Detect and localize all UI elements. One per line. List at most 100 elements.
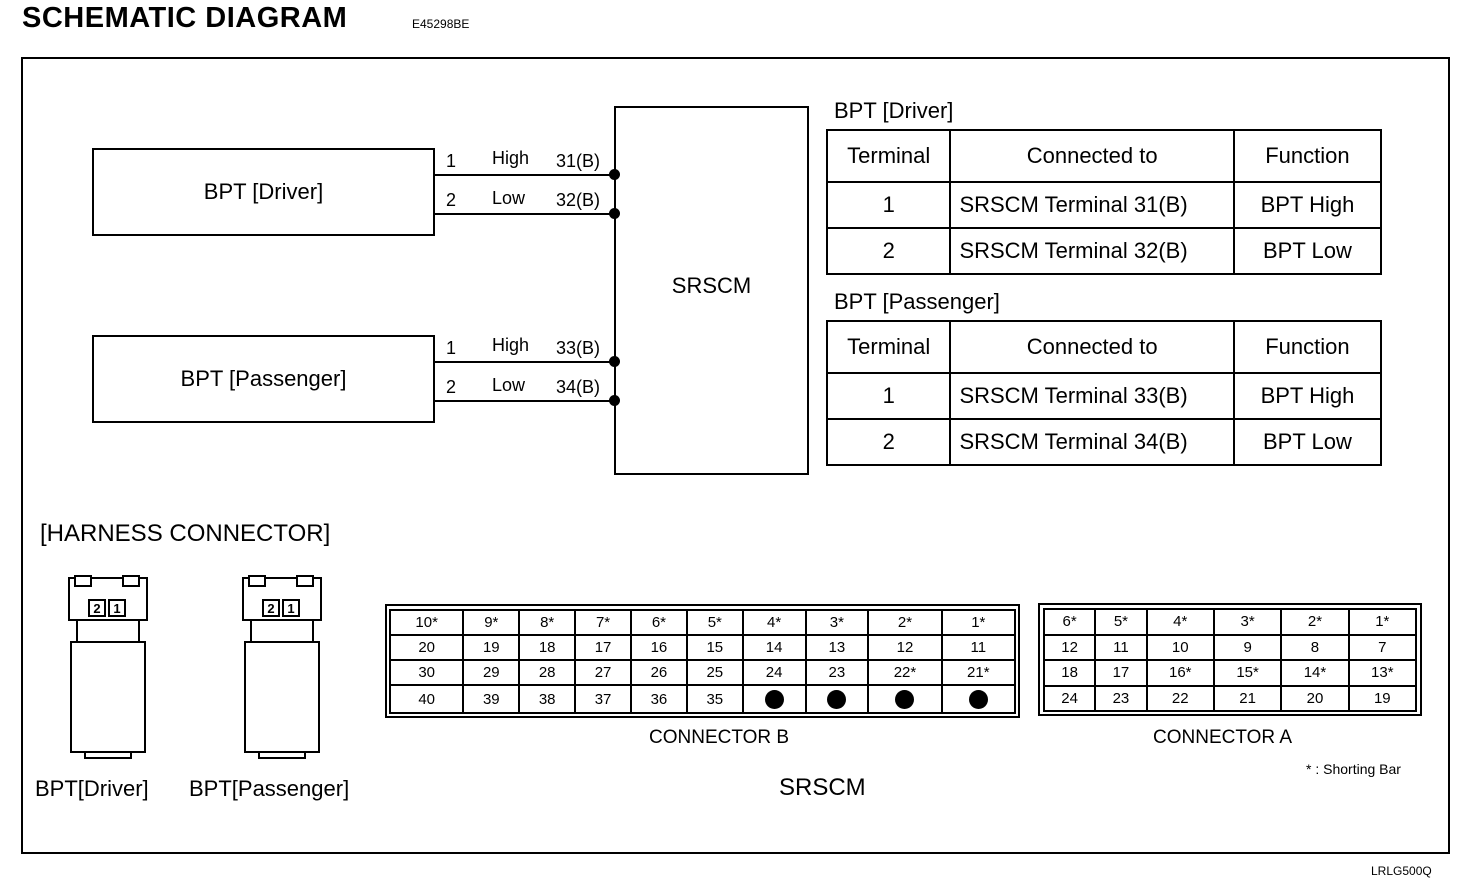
connector-pin-cell: 6* (629, 608, 688, 637)
connector-pin-cell: 12 (1042, 633, 1097, 661)
junction-dot (609, 395, 620, 406)
harness-heading: [HARNESS CONNECTOR] (40, 520, 331, 547)
table-cell: BPT High (1232, 372, 1383, 420)
connector-pin-cell: 8 (1280, 633, 1350, 661)
connector-pin-cell: 9 (1212, 633, 1283, 661)
wire-driver-high (435, 174, 615, 176)
table-cell: SRSCM Terminal 32(B) (949, 227, 1235, 275)
wire-signal: Low (492, 188, 526, 208)
plug-label-driver: BPT[Driver] (35, 776, 149, 801)
connector-pin-cell: 26 (629, 659, 688, 687)
connector-pin-cell: 17 (574, 634, 632, 662)
blocked-pin-icon (827, 689, 847, 709)
connector-pin-cell: 39 (462, 684, 521, 714)
plug-neck (250, 619, 314, 643)
plug-pin: 2 (88, 599, 106, 617)
connector-pin-cell: 16 (629, 634, 688, 662)
connector-pin-cell: 19 (1347, 684, 1418, 712)
connector-pin-cell: 15* (1212, 659, 1283, 687)
connector-pin-cell: 5* (1094, 608, 1148, 636)
blocked-pin-icon (764, 689, 784, 709)
connector-pin-cell: 40 (388, 684, 465, 714)
table-cell: SRSCM Terminal 33(B) (949, 372, 1235, 420)
connector-pin-cell: 4* (741, 608, 807, 637)
connector-pin-cell: 29 (462, 659, 521, 687)
connector-pin-cell: 25 (685, 659, 744, 687)
connector-pin-cell: 14* (1280, 659, 1350, 687)
plug-label-passenger: BPT[Passenger] (189, 776, 350, 801)
wire-driver-low (435, 213, 615, 215)
connector-pin-cell (741, 684, 807, 714)
blocked-pin-icon (895, 689, 915, 709)
table-cell: BPT Low (1232, 227, 1383, 275)
figure-code: LRLG500Q (1371, 864, 1432, 878)
diagram-frame (21, 57, 1450, 854)
table-cell: 2 (825, 227, 952, 275)
passenger-table-caption: BPT [Passenger] (834, 289, 1000, 314)
connector-pin-cell: 19 (462, 634, 521, 662)
connector-pin-cell: 8* (518, 608, 577, 637)
plug-pin: 2 (262, 599, 280, 617)
plug-pin: 1 (282, 599, 300, 617)
connector-b-outline (385, 604, 1020, 718)
wire-signal: High (492, 148, 530, 168)
connector-pin-cell: 10 (1145, 633, 1215, 661)
connector-pin-cell: 15 (685, 634, 744, 662)
wire-pin: 1 (446, 151, 457, 171)
connector-pin-cell: 21* (940, 659, 1017, 687)
connector-a-outline (1038, 603, 1422, 716)
srscm-connector-label: SRSCM (779, 774, 866, 801)
connector-pin-cell: 10* (388, 608, 465, 637)
connector-pin-cell (867, 684, 943, 714)
plug-pins: 2 1 (88, 599, 126, 617)
connector-pin-cell: 1* (940, 608, 1017, 637)
connector-pin-cell: 23 (804, 659, 870, 687)
junction-dot (609, 356, 620, 367)
connector-pin-cell: 18 (1042, 659, 1097, 687)
wire-signal: Low (492, 375, 526, 395)
connector-pin-cell: 2* (1280, 608, 1350, 636)
plug-latch (74, 575, 92, 587)
passenger-terminal-table: Terminal Connected to Function 1 SRSCM T… (825, 320, 1383, 466)
driver-terminal-table: Terminal Connected to Function 1 SRSCM T… (825, 129, 1383, 275)
driver-table-caption: BPT [Driver] (834, 98, 954, 123)
bpt-passenger-plug-icon: 2 1 (242, 575, 322, 759)
srscm-box: SRSCM (614, 106, 809, 475)
table-cell: BPT Low (1232, 418, 1383, 466)
table-row: 1 SRSCM Terminal 33(B) BPT High (825, 372, 1383, 420)
plug-foot (258, 751, 306, 759)
connector-pin-cell: 22 (1145, 684, 1215, 712)
plug-latch (122, 575, 140, 587)
connector-pin-cell: 24 (741, 659, 807, 687)
connector-pin-cell: 23 (1094, 684, 1148, 712)
connector-pin-cell: 4* (1145, 608, 1215, 636)
connector-pin-cell: 16* (1145, 659, 1215, 687)
wire-terminal: 32(B) (556, 190, 601, 210)
connector-pin-cell: 3* (804, 608, 870, 637)
connector-pin-cell: 6* (1042, 608, 1097, 636)
plug-pins: 2 1 (262, 599, 300, 617)
connector-pin-cell: 36 (629, 684, 688, 714)
table-cell: SRSCM Terminal 34(B) (949, 418, 1235, 466)
connector-pin-cell: 14 (741, 634, 807, 662)
page-title: SCHEMATIC DIAGRAM (22, 2, 348, 34)
wire-passenger-low (435, 400, 615, 402)
srscm-label: SRSCM (671, 272, 752, 298)
connector-row: 10*9*8*7*6*5*4*3*2*1* (388, 608, 1017, 637)
table-header: Terminal (825, 129, 952, 183)
wire-pin: 1 (446, 338, 457, 358)
wire-terminal: 33(B) (556, 338, 601, 358)
connector-b-label: CONNECTOR B (649, 727, 790, 748)
blocked-pin-icon (968, 689, 988, 709)
table-cell: 1 (825, 372, 952, 420)
connector-pin-cell (804, 684, 870, 714)
plug-body (70, 641, 146, 753)
table-header: Terminal (825, 320, 952, 374)
connector-pin-cell: 27 (574, 659, 632, 687)
